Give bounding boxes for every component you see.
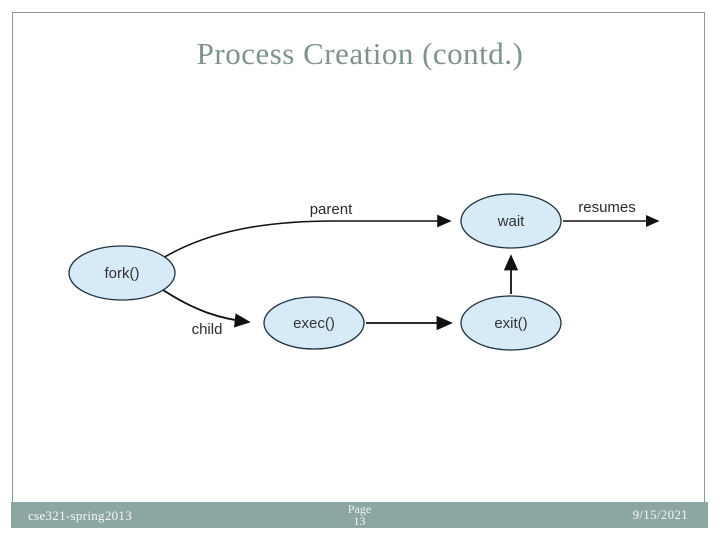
exec-node-label: exec() <box>293 315 335 332</box>
edge-fork-to-exec-child <box>159 287 251 328</box>
edge-fork-to-wait-parent <box>162 214 452 259</box>
wait-node <box>460 193 562 249</box>
edge-label-child: child <box>192 321 223 338</box>
edge-label-parent: parent <box>310 201 353 218</box>
exit-node-label: exit() <box>494 315 527 332</box>
fork-node <box>68 245 176 301</box>
footer-bar: cse321-spring2013 Page 13 9/15/2021 <box>11 502 708 528</box>
page-title: Process Creation (contd.) <box>196 36 524 71</box>
footer-page-number: 13 <box>353 514 366 528</box>
wait-node-label: wait <box>497 213 526 230</box>
edge-label-resumes: resumes <box>578 199 636 216</box>
footer-page-indicator: Page 13 <box>11 502 708 527</box>
exit-node <box>460 295 562 351</box>
fork-node-label: fork() <box>105 265 140 282</box>
exec-node <box>263 296 365 350</box>
footer-date: 9/15/2021 <box>632 507 688 522</box>
footer-page-label: Page <box>347 502 372 516</box>
footer-course-id: cse321-spring2013 <box>28 508 133 523</box>
